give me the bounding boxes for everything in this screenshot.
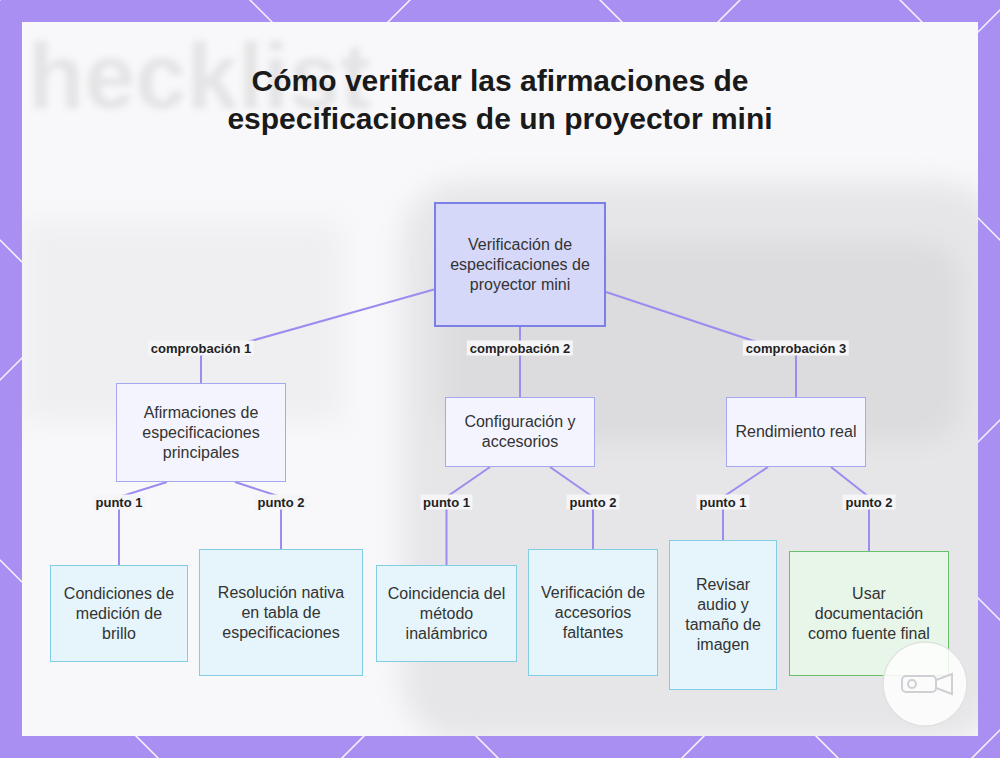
edge-label: punto 2 (843, 495, 896, 510)
connector-line (447, 467, 491, 565)
edge-label: punto 2 (255, 495, 308, 510)
box-text: Afirmaciones de especificaciones princip… (125, 403, 277, 463)
edge-label: comprobación 1 (148, 341, 254, 356)
box-text: Condiciones de medición de brillo (59, 584, 179, 644)
check-box: Coincidencia del método inalámbrico (376, 565, 517, 662)
box-text-group: Verificación de accesorios faltantes (537, 583, 649, 643)
box-text: Configuración y accesorios (454, 412, 586, 452)
box-text-group: Afirmaciones de especificaciones princip… (125, 403, 277, 463)
box-text: Coincidencia del método inalámbrico (385, 584, 508, 644)
box-text: Rendimiento real (736, 422, 857, 442)
root-box: Verificación de especificaciones de proy… (434, 202, 606, 327)
connector (447, 467, 491, 565)
box-text-group: Verificación de especificaciones de proy… (444, 235, 596, 295)
category-box: Rendimiento real (726, 397, 866, 467)
box-text-group: Rendimiento real (736, 422, 857, 442)
box-text: Resolución nativa en tabla de especifica… (208, 583, 354, 643)
connector (235, 482, 281, 549)
box-text: Verificación de accesorios faltantes (537, 583, 649, 643)
check-box: Revisar audio y tamaño de imagen (669, 540, 777, 690)
check-box: Verificación de accesorios faltantes (528, 549, 658, 676)
edge-label: punto 1 (93, 495, 146, 510)
box-text-group: Revisar audio y tamaño de imagen (678, 575, 768, 655)
connector-line (201, 290, 434, 384)
category-box: Afirmaciones de especificaciones princip… (116, 383, 286, 482)
box-text-group: Usar documentación como fuente final (798, 584, 940, 644)
box-text: Verificación de especificaciones de proy… (444, 235, 596, 295)
check-box: Resolución nativa en tabla de especifica… (199, 549, 363, 676)
box-text-group: Condiciones de medición de brillo (59, 584, 179, 644)
check-box: Condiciones de medición de brillo (50, 565, 188, 662)
connector (520, 327, 521, 397)
connector-line (235, 482, 281, 549)
edge-label: punto 1 (697, 495, 750, 510)
diagram-title: Cómo verificar las afirmaciones de espec… (220, 62, 780, 138)
projector-icon (878, 638, 974, 734)
edge-label: punto 1 (420, 495, 473, 510)
edge-label: punto 2 (567, 495, 620, 510)
box-text: Revisar audio y tamaño de imagen (678, 575, 768, 655)
box-text-group: Configuración y accesorios (454, 412, 586, 452)
connector (201, 290, 434, 384)
box-text-group: Coincidencia del método inalámbrico (385, 584, 508, 644)
box-text-group: Resolución nativa en tabla de especifica… (208, 583, 354, 643)
edge-label: comprobación 3 (743, 341, 849, 356)
edge-label: comprobación 2 (467, 341, 573, 356)
box-text: Usar documentación como fuente final (798, 584, 940, 644)
connector-line (519, 327, 521, 397)
category-box: Configuración y accesorios (445, 397, 595, 467)
